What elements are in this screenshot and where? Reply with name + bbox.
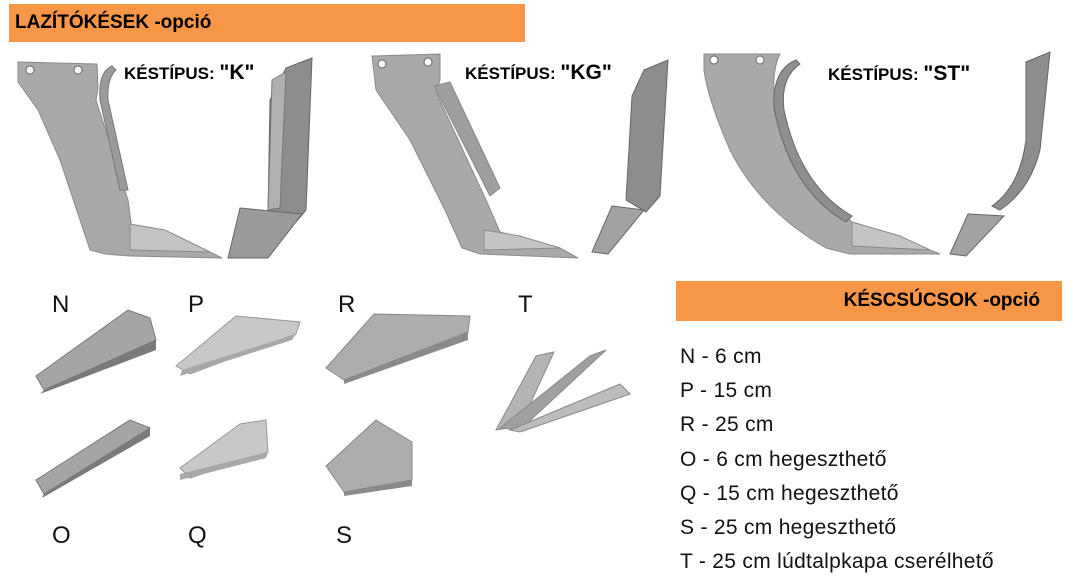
tip-letter-p: P (188, 291, 205, 318)
section-title-loosening-knives: LAZÍTÓKÉSEK -opció (9, 4, 525, 42)
legend-item-q: Q - 15 cm hegeszthető (680, 481, 899, 505)
knife-type-label-st: KÉSTÍPUS: "ST" (828, 62, 971, 85)
tip-letter-r: R (338, 291, 356, 318)
section-title-knife-tips: KÉSCSÚCSOK -opció (676, 281, 1062, 321)
tip-letter-s: S (336, 522, 353, 549)
tip-letter-o: O (52, 522, 71, 549)
tip-legend: N - 6 cm P - 15 cm R - 25 cm O - 6 cm he… (680, 340, 994, 579)
legend-item-n: N - 6 cm (680, 345, 762, 368)
legend-item-r: R - 25 cm (680, 413, 774, 437)
legend-item-p: P - 15 cm (680, 379, 773, 403)
knife-type-label-kg: KÉSTÍPUS: "KG" (465, 61, 612, 84)
tip-letter-t: T (518, 291, 533, 318)
tip-letter-n: N (52, 291, 70, 318)
legend-item-o: O - 6 cm hegeszthető (680, 447, 887, 471)
tip-letter-q: Q (188, 522, 207, 549)
knife-type-label-k: KÉSTÍPUS: "K" (124, 61, 255, 84)
legend-item-t: T - 25 cm lúdtalpkapa cserélhető (680, 550, 994, 574)
legend-item-s: S - 25 cm hegeszthető (680, 515, 897, 539)
